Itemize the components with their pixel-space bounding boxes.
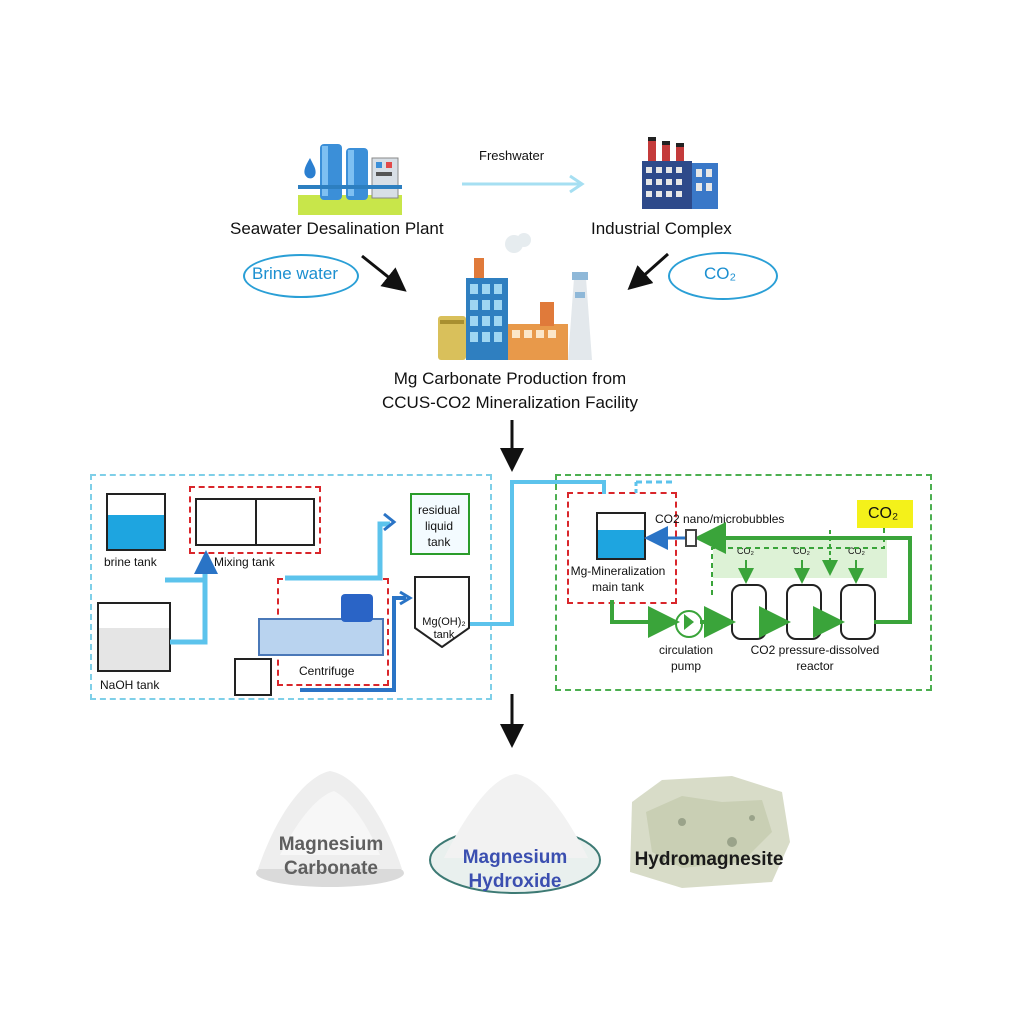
residual-tank-label: residual liquid tank: [417, 503, 461, 549]
green-loop: [610, 600, 680, 638]
pipe-mixing-centrifuge: [285, 521, 390, 581]
collector-box: [234, 658, 272, 696]
mixing-tank-frame: [189, 486, 321, 554]
naoh-tank: [97, 602, 171, 672]
naoh-level: [99, 628, 169, 670]
main-tank-level: [598, 530, 644, 558]
main-tank: [596, 512, 646, 560]
nano-bubbles-label: CO2 nano/microbubbles: [655, 512, 785, 526]
facility-title-line2: CCUS-CO2 Mineralization Facility: [381, 393, 638, 412]
mixing-tank-label: Mixing tank: [214, 555, 275, 569]
co2-ellipse: [668, 252, 778, 300]
co2-small-1: CO₂: [737, 546, 754, 556]
magnesium-carbonate-image: [250, 765, 410, 890]
residual-tank: [410, 493, 470, 555]
facility-icon: [436, 232, 594, 360]
reactor-label: CO2 pressure-dissolved reactor: [750, 643, 880, 673]
brine-tank-label: brine tank: [104, 555, 157, 569]
pipe-centrifuge-out: [300, 596, 406, 692]
co2-arrow: [627, 252, 669, 290]
mgoh-tank-label: Mg(OH)₂ tank: [422, 616, 466, 641]
magnesium-hydroxide-image: [428, 770, 603, 895]
co2-badge-label: CO₂: [868, 505, 899, 522]
hydromagnesite-label: Hydromagnesite: [634, 849, 784, 870]
mgoh-tank: [414, 576, 470, 649]
right-process-box: [555, 474, 932, 691]
naoh-tank-label: NaOH tank: [100, 678, 160, 692]
left-process-box: [90, 474, 492, 700]
pipe-brine-mixing: [165, 560, 208, 583]
centrifuge-motor: [341, 594, 373, 622]
desalination-plant-icon: [298, 140, 402, 215]
brine-tank: [106, 493, 166, 551]
pipe-to-main-tank: [470, 480, 606, 626]
centrifuge-body: [258, 618, 384, 656]
brine-arrow: [361, 254, 407, 292]
freshwater-label: Freshwater: [479, 148, 545, 163]
co2-badge: [857, 500, 913, 528]
brine-level: [108, 515, 164, 549]
main-tank-label: Mg-Mineralization main tank: [570, 564, 666, 594]
co2-label: CO₂: [704, 264, 737, 283]
main-tank-frame: [567, 492, 677, 604]
co2-small-2: CO₂: [793, 546, 810, 556]
brine-water-ellipse: [243, 254, 359, 298]
pump-label: circulation pump: [658, 643, 714, 673]
magnesium-hydroxide-label: Magnesium Hydroxide: [462, 847, 568, 892]
hydromagnesite-image: [622, 772, 792, 890]
mixing-tank-right: [255, 498, 315, 546]
facility-title-line1: Mg Carbonate Production from: [393, 369, 627, 388]
centrifuge-label: Centrifuge: [299, 664, 355, 678]
industrial-complex-label: Industrial Complex: [591, 219, 732, 238]
brine-water-label: Brine water: [252, 264, 338, 283]
magnesium-carbonate-label: Magnesium Carbonate: [278, 834, 384, 879]
industrial-complex-icon: [640, 133, 720, 211]
desalination-plant-label: Seawater Desalination Plant: [230, 219, 444, 238]
co2-small-3: CO₂: [848, 546, 865, 556]
